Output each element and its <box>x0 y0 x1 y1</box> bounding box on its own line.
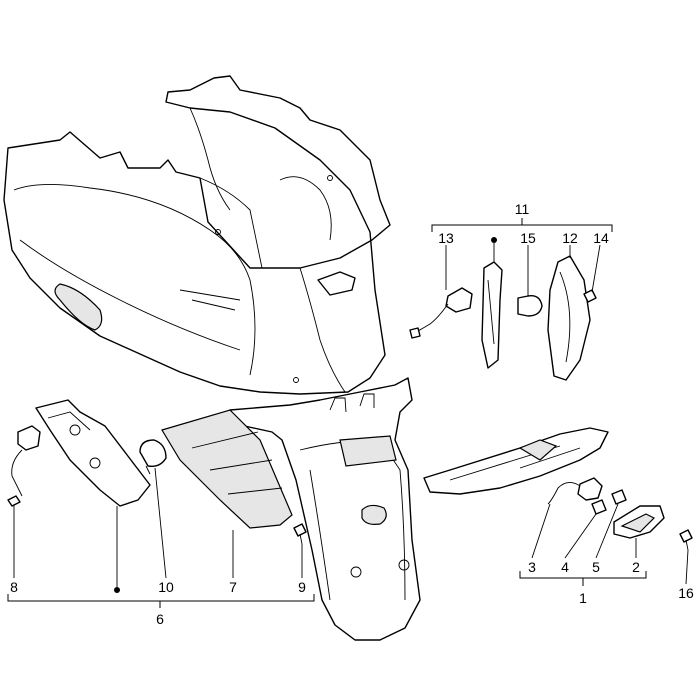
part-9-screw <box>293 523 307 545</box>
callout-6: 6 <box>156 611 164 627</box>
part-5-bulb <box>611 489 627 505</box>
callout-13: 13 <box>438 230 454 246</box>
part-lamp-housing-plate <box>35 399 151 507</box>
rear-body-panel <box>3 75 391 395</box>
part-16-screw <box>679 529 693 551</box>
callout-15: 15 <box>520 230 536 246</box>
part-3-socket-cable <box>547 477 603 505</box>
bracket-group-11 <box>431 218 613 232</box>
callout-3: 3 <box>528 559 536 575</box>
callout-10: 10 <box>158 579 174 595</box>
part-side-lens-left <box>481 261 503 369</box>
part-13-side-socket <box>409 287 473 339</box>
part-10-bulb <box>139 439 167 475</box>
marker-dot <box>114 587 120 593</box>
leader-lines <box>13 237 689 593</box>
callout-16: 16 <box>678 585 694 601</box>
callout-11: 11 <box>515 201 530 217</box>
callout-2: 2 <box>632 559 640 575</box>
callout-8: 8 <box>10 579 18 595</box>
part-15-side-bulb <box>517 295 543 317</box>
marker-dot <box>491 237 497 243</box>
callout-12: 12 <box>562 230 578 246</box>
part-14-screw <box>583 289 597 303</box>
callout-1: 1 <box>579 590 587 606</box>
callout-9: 9 <box>298 579 306 595</box>
bracket-group-1 <box>519 571 647 586</box>
callout-7: 7 <box>229 579 237 595</box>
bracket-group-6 <box>7 594 315 608</box>
part-4-bulb <box>591 499 607 515</box>
part-7-reflector-sheet <box>161 409 293 529</box>
part-12-side-reflector <box>547 255 591 381</box>
part-8-bulb-socket-cable <box>7 425 41 507</box>
callout-5: 5 <box>592 559 600 575</box>
callout-14: 14 <box>593 230 609 246</box>
callout-labels: 11 13 15 12 14 8 10 7 9 6 3 4 5 2 16 1 <box>10 201 694 627</box>
rear-mudguard <box>229 377 421 641</box>
part-2-reflector <box>613 505 665 539</box>
callout-4: 4 <box>561 559 569 575</box>
part-tail-light-lens <box>423 427 609 495</box>
